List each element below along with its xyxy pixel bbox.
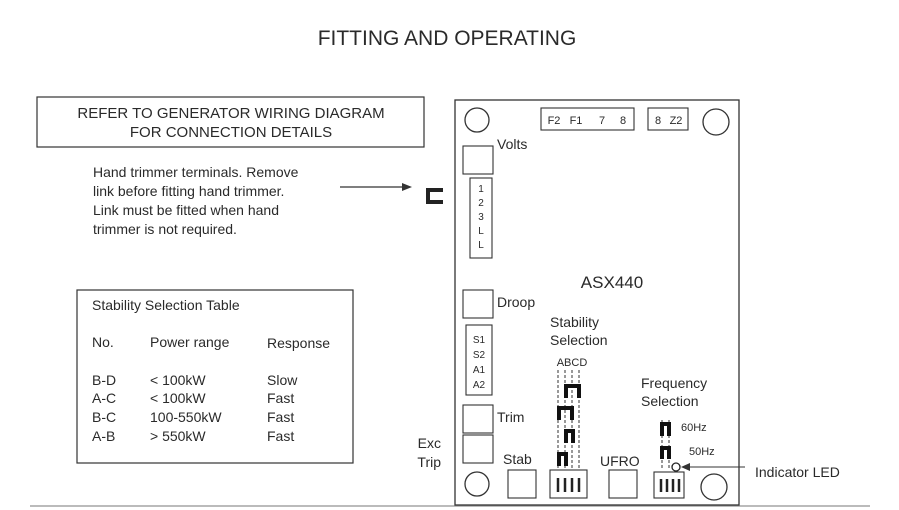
terminal-label: 8 [655,115,661,127]
frequency-selection-label: Frequency [641,375,707,391]
stability-terminal-block [465,324,493,396]
table-cell: A-C [92,390,116,406]
exc-trip-potentiometer [462,434,494,464]
stability-selection-label: Stability [550,314,599,330]
droop-label: Droop [497,294,535,310]
terminal-label: L [478,226,484,237]
table-cell: < 100kW [150,390,206,406]
volts-label: Volts [497,136,527,152]
page-title: FITTING AND OPERATING [318,27,577,50]
table-cell: > 550kW [150,428,206,444]
terminal-label: A1 [473,365,486,376]
notice-line-1: REFER TO GENERATOR WIRING DIAGRAM [77,105,384,122]
notice-box [36,96,425,148]
trim-potentiometer [462,404,494,434]
jumper-link-icon [557,406,574,420]
hand-trimmer-note-line: trimmer is not required. [93,221,237,237]
frequency-selection-label: Selection [641,393,699,409]
table-header: No. [92,334,114,350]
stability-pin-header [549,469,588,499]
volts-potentiometer [462,145,494,175]
jumper-link-icon [564,429,575,443]
table-header: Response [267,335,330,351]
stability-selection-label: Selection [550,332,608,348]
frequency-jumper-icon [660,422,671,436]
table-cell: B-C [92,409,116,425]
terminal-label: L [478,240,484,251]
table-cell: Fast [267,428,294,444]
board-model-label: ASX440 [581,273,643,292]
pointer-arrow-head [402,183,412,191]
terminal-label: Z2 [670,115,683,127]
indicator-led-icon [671,462,681,472]
terminal-label: 3 [478,212,484,223]
droop-potentiometer [462,289,494,319]
stability-table-title: Stability Selection Table [92,297,240,313]
terminal-label: F2 [548,115,561,127]
ufro-label: UFRO [600,453,640,469]
exc-trip-label: Exc [418,435,441,451]
mounting-hole-icon [702,108,730,136]
trim-label: Trim [497,409,524,425]
hand-trimmer-terminal-block [469,177,493,259]
mounting-hole-icon [464,107,490,133]
freq-60-label: 60Hz [681,422,707,434]
terminal-label: 1 [478,184,484,195]
frequency-pin-header [653,471,685,499]
avr-board [454,99,740,506]
mounting-hole-icon [464,471,490,497]
jumper-link-icon [557,452,568,466]
mounting-hole-icon [700,473,728,501]
table-cell: 100-550kW [150,409,222,425]
freq-50-label: 50Hz [689,446,715,458]
table-cell: A-B [92,428,115,444]
stability-pins-label: ABCD [557,357,588,369]
table-cell: < 100kW [150,372,206,388]
terminal-label: 8 [620,115,626,127]
terminal-label: 2 [478,198,484,209]
stability-table-box [76,289,354,464]
stab-potentiometer [507,469,537,499]
ufro-potentiometer [608,469,638,499]
terminal-block-top-right [647,107,689,131]
table-cell: B-D [92,372,116,388]
notice-line-2: FOR CONNECTION DETAILS [130,124,332,141]
indicator-led-arrow-head [681,463,690,471]
stab-label: Stab [503,451,532,467]
link-bracket-icon [426,188,443,204]
terminal-label: 7 [599,115,605,127]
indicator-led-label: Indicator LED [755,464,840,480]
hand-trimmer-note-line: Hand trimmer terminals. Remove [93,164,299,180]
hand-trimmer-note-line: Link must be fitted when hand [93,202,279,218]
terminal-label: S1 [473,335,486,346]
terminal-label: F1 [570,115,583,127]
terminal-block-top-left [540,107,635,131]
hand-trimmer-note-line: link before fitting hand trimmer. [93,183,284,199]
table-cell: Fast [267,390,294,406]
terminal-label: A2 [473,380,486,391]
table-cell: Fast [267,409,294,425]
exc-trip-label: Trip [417,454,441,470]
table-cell: Slow [267,372,298,388]
frequency-jumper-icon [660,446,671,459]
table-header: Power range [150,334,230,350]
jumper-link-icon [564,384,581,398]
terminal-label: S2 [473,350,486,361]
